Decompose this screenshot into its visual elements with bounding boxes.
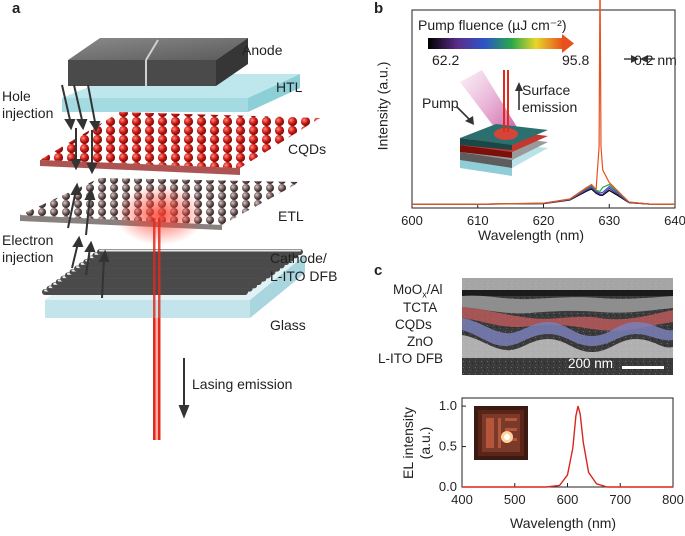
- surface-emission-label-line1: Surface: [522, 82, 571, 98]
- sem-label-tcta: TCTA: [403, 300, 438, 315]
- hole-injection-arrows: [61, 84, 101, 133]
- anode-block: [68, 38, 248, 86]
- x-tick-label: 500: [504, 492, 526, 507]
- x-tick-label: 400: [451, 492, 473, 507]
- lasing-emission-arrow: [178, 358, 190, 419]
- chart-b-ylabel: Intensity (a.u.): [374, 61, 391, 151]
- emission-glow: [115, 185, 205, 245]
- panel-label-a: a: [12, 0, 21, 17]
- linewidth-arrow: [624, 55, 655, 63]
- laser-beam: [153, 218, 161, 440]
- x-tick-label: 700: [609, 492, 631, 507]
- x-tick-label: 600: [557, 492, 579, 507]
- sem-label-cqds: CQDs: [395, 317, 432, 332]
- electron-injection-label-line1: Electron: [2, 232, 54, 248]
- x-tick-label: 800: [662, 492, 684, 507]
- colorbar-max-label: 95.8: [562, 52, 590, 68]
- sem-label-litodfb: L-ITO DFB: [378, 351, 444, 366]
- scale-bar: [622, 366, 664, 369]
- cathode-label-line2: L-ITO DFB: [270, 268, 338, 284]
- hole-injection-label-line1: Hole: [2, 88, 31, 104]
- linewidth-label: 0.2 nm: [634, 52, 677, 68]
- lasing-emission-label: Lasing emission: [192, 376, 293, 392]
- panel-label-c: c: [374, 262, 383, 279]
- pump-fluence-colorbar: [428, 38, 563, 49]
- x-tick-label: 610: [467, 213, 489, 228]
- spectrum-series-line: [411, 0, 676, 205]
- glass-label: Glass: [270, 317, 306, 333]
- y-tick-label: 0.0: [439, 479, 457, 494]
- colorbar-arrowhead: [562, 34, 574, 53]
- scale-bar-label: 200 nm: [568, 356, 614, 371]
- sem-label-moo-al: MoOx/Al: [393, 282, 443, 300]
- panel-label-b: b: [374, 0, 384, 17]
- device-stack-diagram: [20, 38, 320, 440]
- sem-label-zno: ZnO: [407, 334, 434, 349]
- chart-b-xlabel: Wavelength (nm): [478, 227, 585, 243]
- surface-emission-label-line2: emission: [522, 99, 578, 115]
- el-device-photo: [474, 406, 528, 460]
- cathode-label-line1: Cathode/: [270, 250, 327, 266]
- colorbar-min-label: 62.2: [432, 52, 460, 68]
- hole-transport-arrows: [70, 128, 98, 175]
- pump-inset: [456, 70, 548, 176]
- etl-label: ETL: [278, 208, 304, 224]
- x-tick-label: 620: [533, 213, 555, 228]
- electron-injection-label-line2: injection: [2, 249, 54, 265]
- htl-label: HTL: [276, 79, 303, 95]
- el-series-line: [462, 405, 673, 488]
- x-tick-label: 640: [664, 213, 685, 228]
- cqds-label: CQDs: [288, 141, 327, 157]
- electron-injection-arrows: [67, 182, 110, 299]
- chart-c-xlabel: Wavelength (nm): [510, 515, 617, 531]
- x-tick-label: 600: [401, 213, 423, 228]
- cathode-dfb-grating: [42, 249, 303, 295]
- x-tick-label: 630: [598, 213, 620, 228]
- pump-label: Pump: [422, 95, 459, 111]
- anode-label: Anode: [242, 42, 283, 58]
- hole-injection-label-line2: injection: [2, 105, 54, 121]
- y-tick-label: 1.0: [439, 398, 457, 413]
- colorbar-title: Pump fluence (µJ cm⁻²): [418, 17, 567, 33]
- chart-c-ylabel: EL intensity(a.u.): [400, 407, 433, 479]
- y-tick-label: 0.5: [439, 439, 457, 454]
